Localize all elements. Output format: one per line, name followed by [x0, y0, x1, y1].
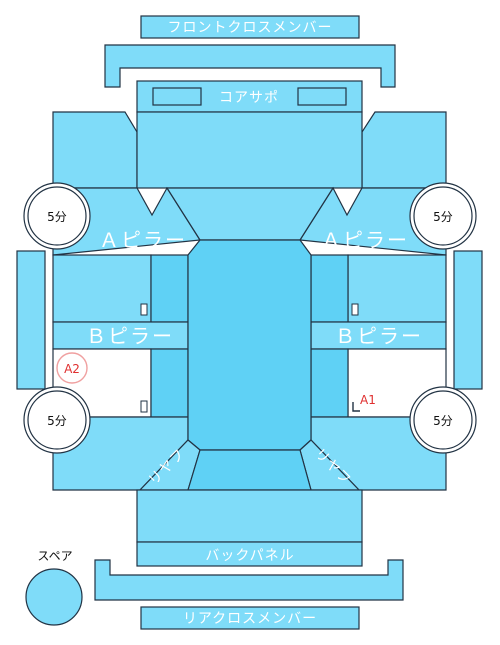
left-side-sill[interactable]	[16, 250, 46, 390]
back-panel[interactable]: バックパネル	[136, 489, 363, 567]
rear-left-wheel-badge[interactable]: 5分	[23, 386, 91, 454]
a-pillar-right[interactable]: Ａピラー	[298, 186, 447, 256]
roof-panel[interactable]	[187, 239, 312, 451]
trunk-lid[interactable]	[187, 449, 312, 491]
a-pillar-left[interactable]: Ａピラー	[52, 186, 202, 256]
front-right-door[interactable]	[347, 254, 447, 323]
rear-right-wheel-text: 5分	[433, 414, 453, 428]
back-panel-label: バックパネル	[205, 548, 294, 564]
core-support-left-slot	[152, 87, 202, 106]
b-pillar-left[interactable]: Ｂピラー	[52, 321, 189, 350]
front-left-door-handle	[140, 303, 148, 316]
front-left-fender[interactable]	[52, 111, 138, 189]
front-right-rocker	[310, 254, 349, 323]
rear-bumper-frame	[94, 559, 404, 601]
rear-left-wheel-text: 5分	[47, 414, 67, 428]
core-support-right-slot	[297, 87, 347, 106]
front-left-door[interactable]	[52, 254, 152, 323]
a-pillar-right-label: Ａピラー	[321, 228, 409, 252]
spare-circle	[25, 568, 83, 626]
front-left-wheel-badge[interactable]: 5分	[23, 182, 91, 250]
core-support[interactable]: コアサポ	[136, 80, 363, 113]
front-right-door-handle	[351, 303, 359, 316]
spare-tire[interactable]: スペア	[25, 549, 83, 626]
rear-cross-member[interactable]: リアクロスメンバー	[140, 606, 360, 630]
b-pillar-right[interactable]: Ｂピラー	[310, 321, 447, 350]
front-right-wheel-text: 5分	[433, 210, 453, 224]
front-bumper-frame	[104, 44, 396, 88]
marker-a2[interactable]: A2	[56, 352, 88, 384]
rear-cross-member-label: リアクロスメンバー	[183, 611, 317, 627]
b-pillar-right-label: Ｂピラー	[335, 324, 423, 348]
front-cross-member-label: フロントクロスメンバー	[168, 20, 333, 36]
front-cross-member[interactable]: フロントクロスメンバー	[140, 15, 360, 39]
front-left-rocker	[150, 254, 189, 323]
spare-label: スペア	[37, 549, 72, 563]
rear-left-door-handle	[140, 400, 148, 413]
front-right-wheel-badge[interactable]: 5分	[409, 182, 477, 250]
front-right-fender[interactable]	[361, 111, 447, 189]
hood-area	[136, 111, 363, 189]
marker-a2-label: A2	[64, 362, 80, 376]
b-pillar-left-label: Ｂピラー	[86, 324, 174, 348]
rear-right-door-handle	[352, 402, 360, 412]
front-left-wheel-text: 5分	[47, 210, 67, 224]
rear-right-rocker	[310, 348, 349, 418]
a-pillar-left-label: Ａピラー	[99, 228, 187, 252]
marker-a1-label[interactable]: A1	[360, 393, 376, 407]
core-support-label: コアサポ	[219, 90, 279, 106]
rear-right-wheel-badge[interactable]: 5分	[409, 386, 477, 454]
rear-left-rocker	[150, 348, 189, 418]
right-side-sill[interactable]	[453, 250, 483, 390]
